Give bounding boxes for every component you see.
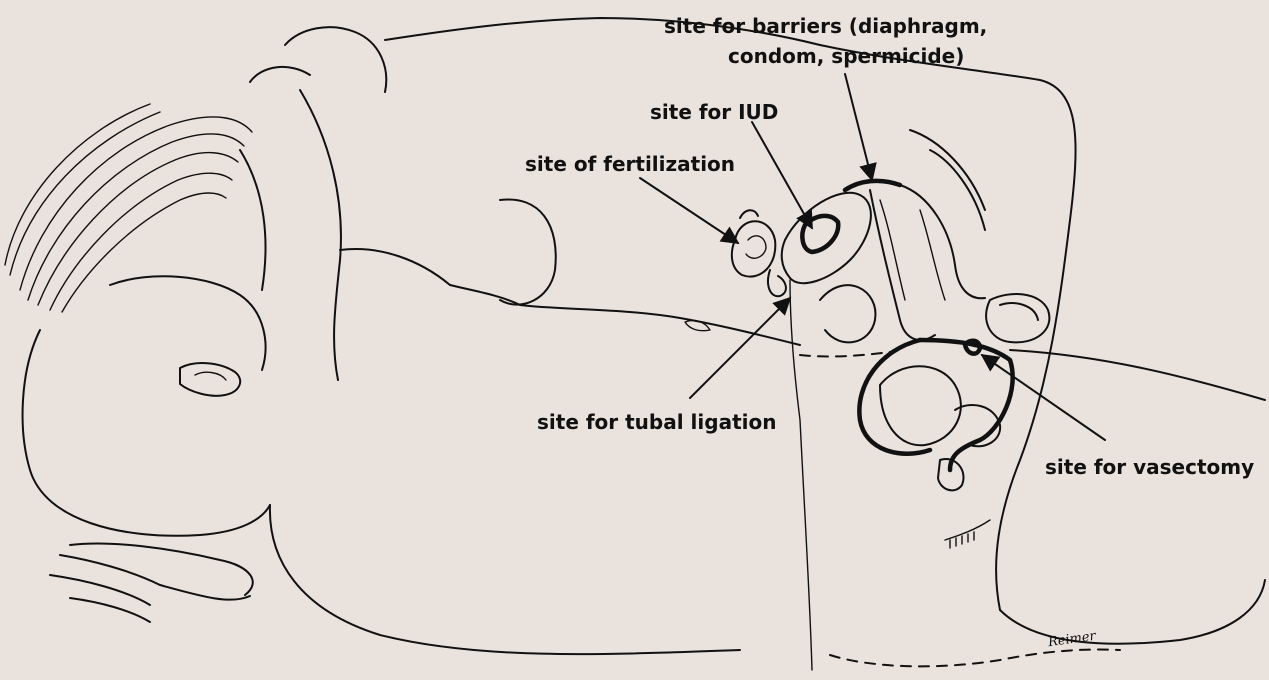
barriers-label-line-2: condom, spermicide) (728, 44, 964, 68)
iud-pointer (752, 122, 812, 228)
dashed-bottom-line (830, 649, 1120, 666)
fertilization-label: site of fertilization (525, 152, 735, 176)
male-reproductive-organs (859, 294, 1265, 548)
hair-strands (5, 104, 252, 312)
tubal-ligation-label: site for tubal ligation (537, 410, 776, 434)
iud-label: site for IUD (650, 100, 778, 124)
tubal-ligation-pointer (690, 298, 790, 398)
female-figure-outline (23, 18, 1265, 654)
barriers-pointer (845, 74, 872, 180)
dashed-guide-line (800, 352, 890, 356)
barriers-label-line-1: site for barriers (diaphragm, (664, 14, 987, 38)
vasectomy-label: site for vasectomy (1045, 455, 1254, 479)
fertilization-pointer (640, 178, 738, 243)
label-pointers (640, 74, 1105, 440)
